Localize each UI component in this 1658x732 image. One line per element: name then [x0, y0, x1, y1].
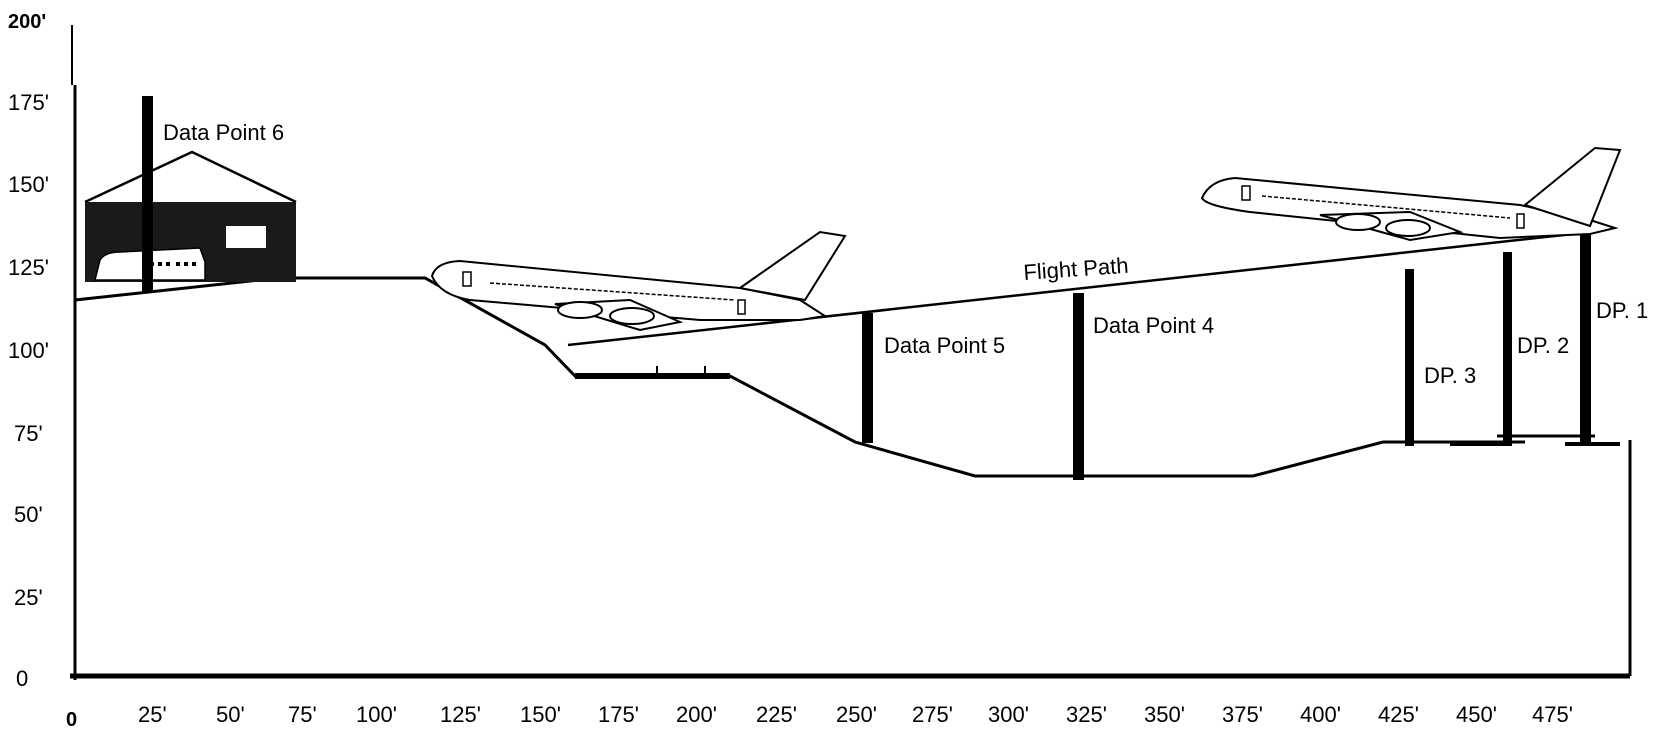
x-tick-label-200: 200' [676, 702, 717, 727]
data-point-6-post [142, 96, 153, 292]
y-tick-label-25: 25' [14, 585, 43, 610]
x-tick-labels: 0 25' 50' 75' 100' 125' 150' 175' 200' 2… [66, 702, 1573, 731]
flight-path-label: Flight Path [1023, 253, 1130, 285]
dp3-post [1405, 269, 1414, 446]
x-tick-label-275: 275' [912, 702, 953, 727]
x-tick-label-150: 150' [520, 702, 561, 727]
x-tick-label-325: 325' [1066, 702, 1107, 727]
x-tick-label-475: 475' [1532, 702, 1573, 727]
dp1-post [1580, 234, 1591, 442]
data-point-5-label: Data Point 5 [884, 333, 1005, 358]
x-tick-label-400: 400' [1300, 702, 1341, 727]
building-roof [84, 150, 297, 204]
x-tick-label-425: 425' [1378, 702, 1419, 727]
dp3-label: DP. 3 [1424, 363, 1476, 388]
dp2-label: DP. 2 [1517, 333, 1569, 358]
dp1-label: DP. 1 [1596, 298, 1648, 323]
x-tick-label-225: 225' [756, 702, 797, 727]
data-posts [142, 96, 1591, 480]
x-tick-label-375: 375' [1222, 702, 1263, 727]
data-point-4-post [1073, 293, 1084, 480]
y-tick-label-125: 125' [8, 255, 49, 280]
flight-path-line [567, 229, 1601, 347]
dp2-post [1503, 252, 1512, 446]
y-tick-label-75: 75' [14, 421, 43, 446]
terrain [74, 276, 1620, 478]
x-tick-label-450: 450' [1456, 702, 1497, 727]
building [84, 150, 297, 282]
x-tick-label-125: 125' [440, 702, 481, 727]
x-tick-label-100: 100' [356, 702, 397, 727]
airplane-right-icon [1200, 146, 1622, 242]
data-point-5-post [862, 313, 873, 443]
x-tick-label-25: 25' [138, 702, 167, 727]
y-tick-label-200: 200' [8, 11, 46, 33]
data-point-labels: Data Point 6 Data Point 5 Data Point 4 D… [163, 120, 1648, 388]
y-tick-label-175: 175' [8, 90, 49, 115]
airplane-left-icon [430, 230, 847, 332]
y-tick-label-150: 150' [8, 172, 49, 197]
data-point-6-label: Data Point 6 [163, 120, 284, 145]
x-tick-label-175: 175' [598, 702, 639, 727]
y-tick-labels: 0 25' 50' 75' 100' 125' 150' 175' 200' [8, 11, 49, 691]
building-window [226, 226, 266, 248]
x-tick-label-0: 0 [66, 709, 77, 731]
data-point-4-label: Data Point 4 [1093, 313, 1214, 338]
x-tick-label-250: 250' [836, 702, 877, 727]
x-tick-label-75: 75' [288, 702, 317, 727]
y-tick-label-0: 0 [16, 666, 28, 691]
y-tick-label-100: 100' [8, 338, 49, 363]
x-tick-label-350: 350' [1144, 702, 1185, 727]
x-tick-label-50: 50' [216, 702, 245, 727]
axes [70, 25, 1632, 680]
y-tick-label-50: 50' [14, 502, 43, 527]
x-tick-label-300: 300' [988, 702, 1029, 727]
